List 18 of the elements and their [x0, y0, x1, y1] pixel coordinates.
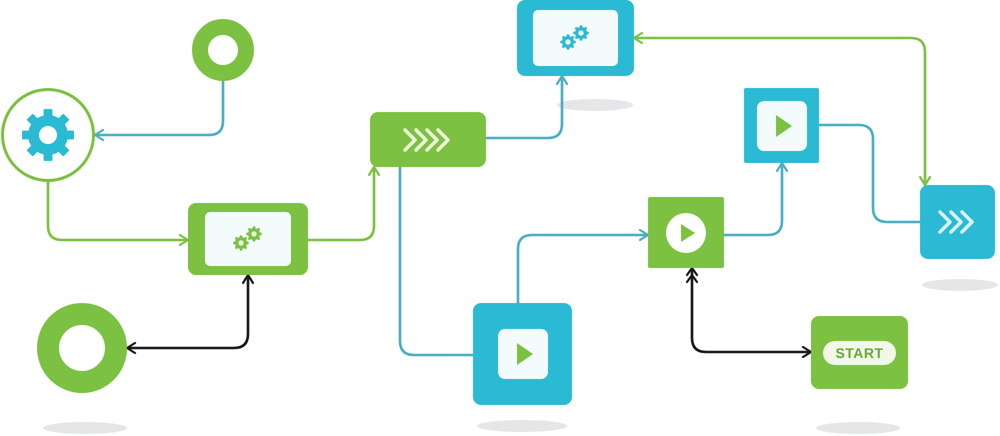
connector-arrow: [94, 80, 224, 142]
connector-arrow: [722, 162, 788, 236]
process-box: [370, 112, 486, 167]
process-box: [744, 88, 819, 163]
process-box: [473, 303, 572, 405]
connector-arrow: [632, 32, 932, 186]
connector-arrow: [686, 266, 812, 358]
connector-arrow: [516, 228, 650, 304]
connector-arrow: [484, 74, 568, 140]
process-box: [920, 185, 995, 259]
process-box: [648, 197, 724, 268]
start-label: START: [823, 340, 896, 364]
process-box: [188, 203, 308, 275]
connector-arrow: [306, 166, 380, 242]
connector-arrow: [46, 180, 190, 246]
process-box: [517, 0, 634, 76]
connector-arrow: [126, 274, 254, 354]
process-box: [811, 316, 908, 389]
